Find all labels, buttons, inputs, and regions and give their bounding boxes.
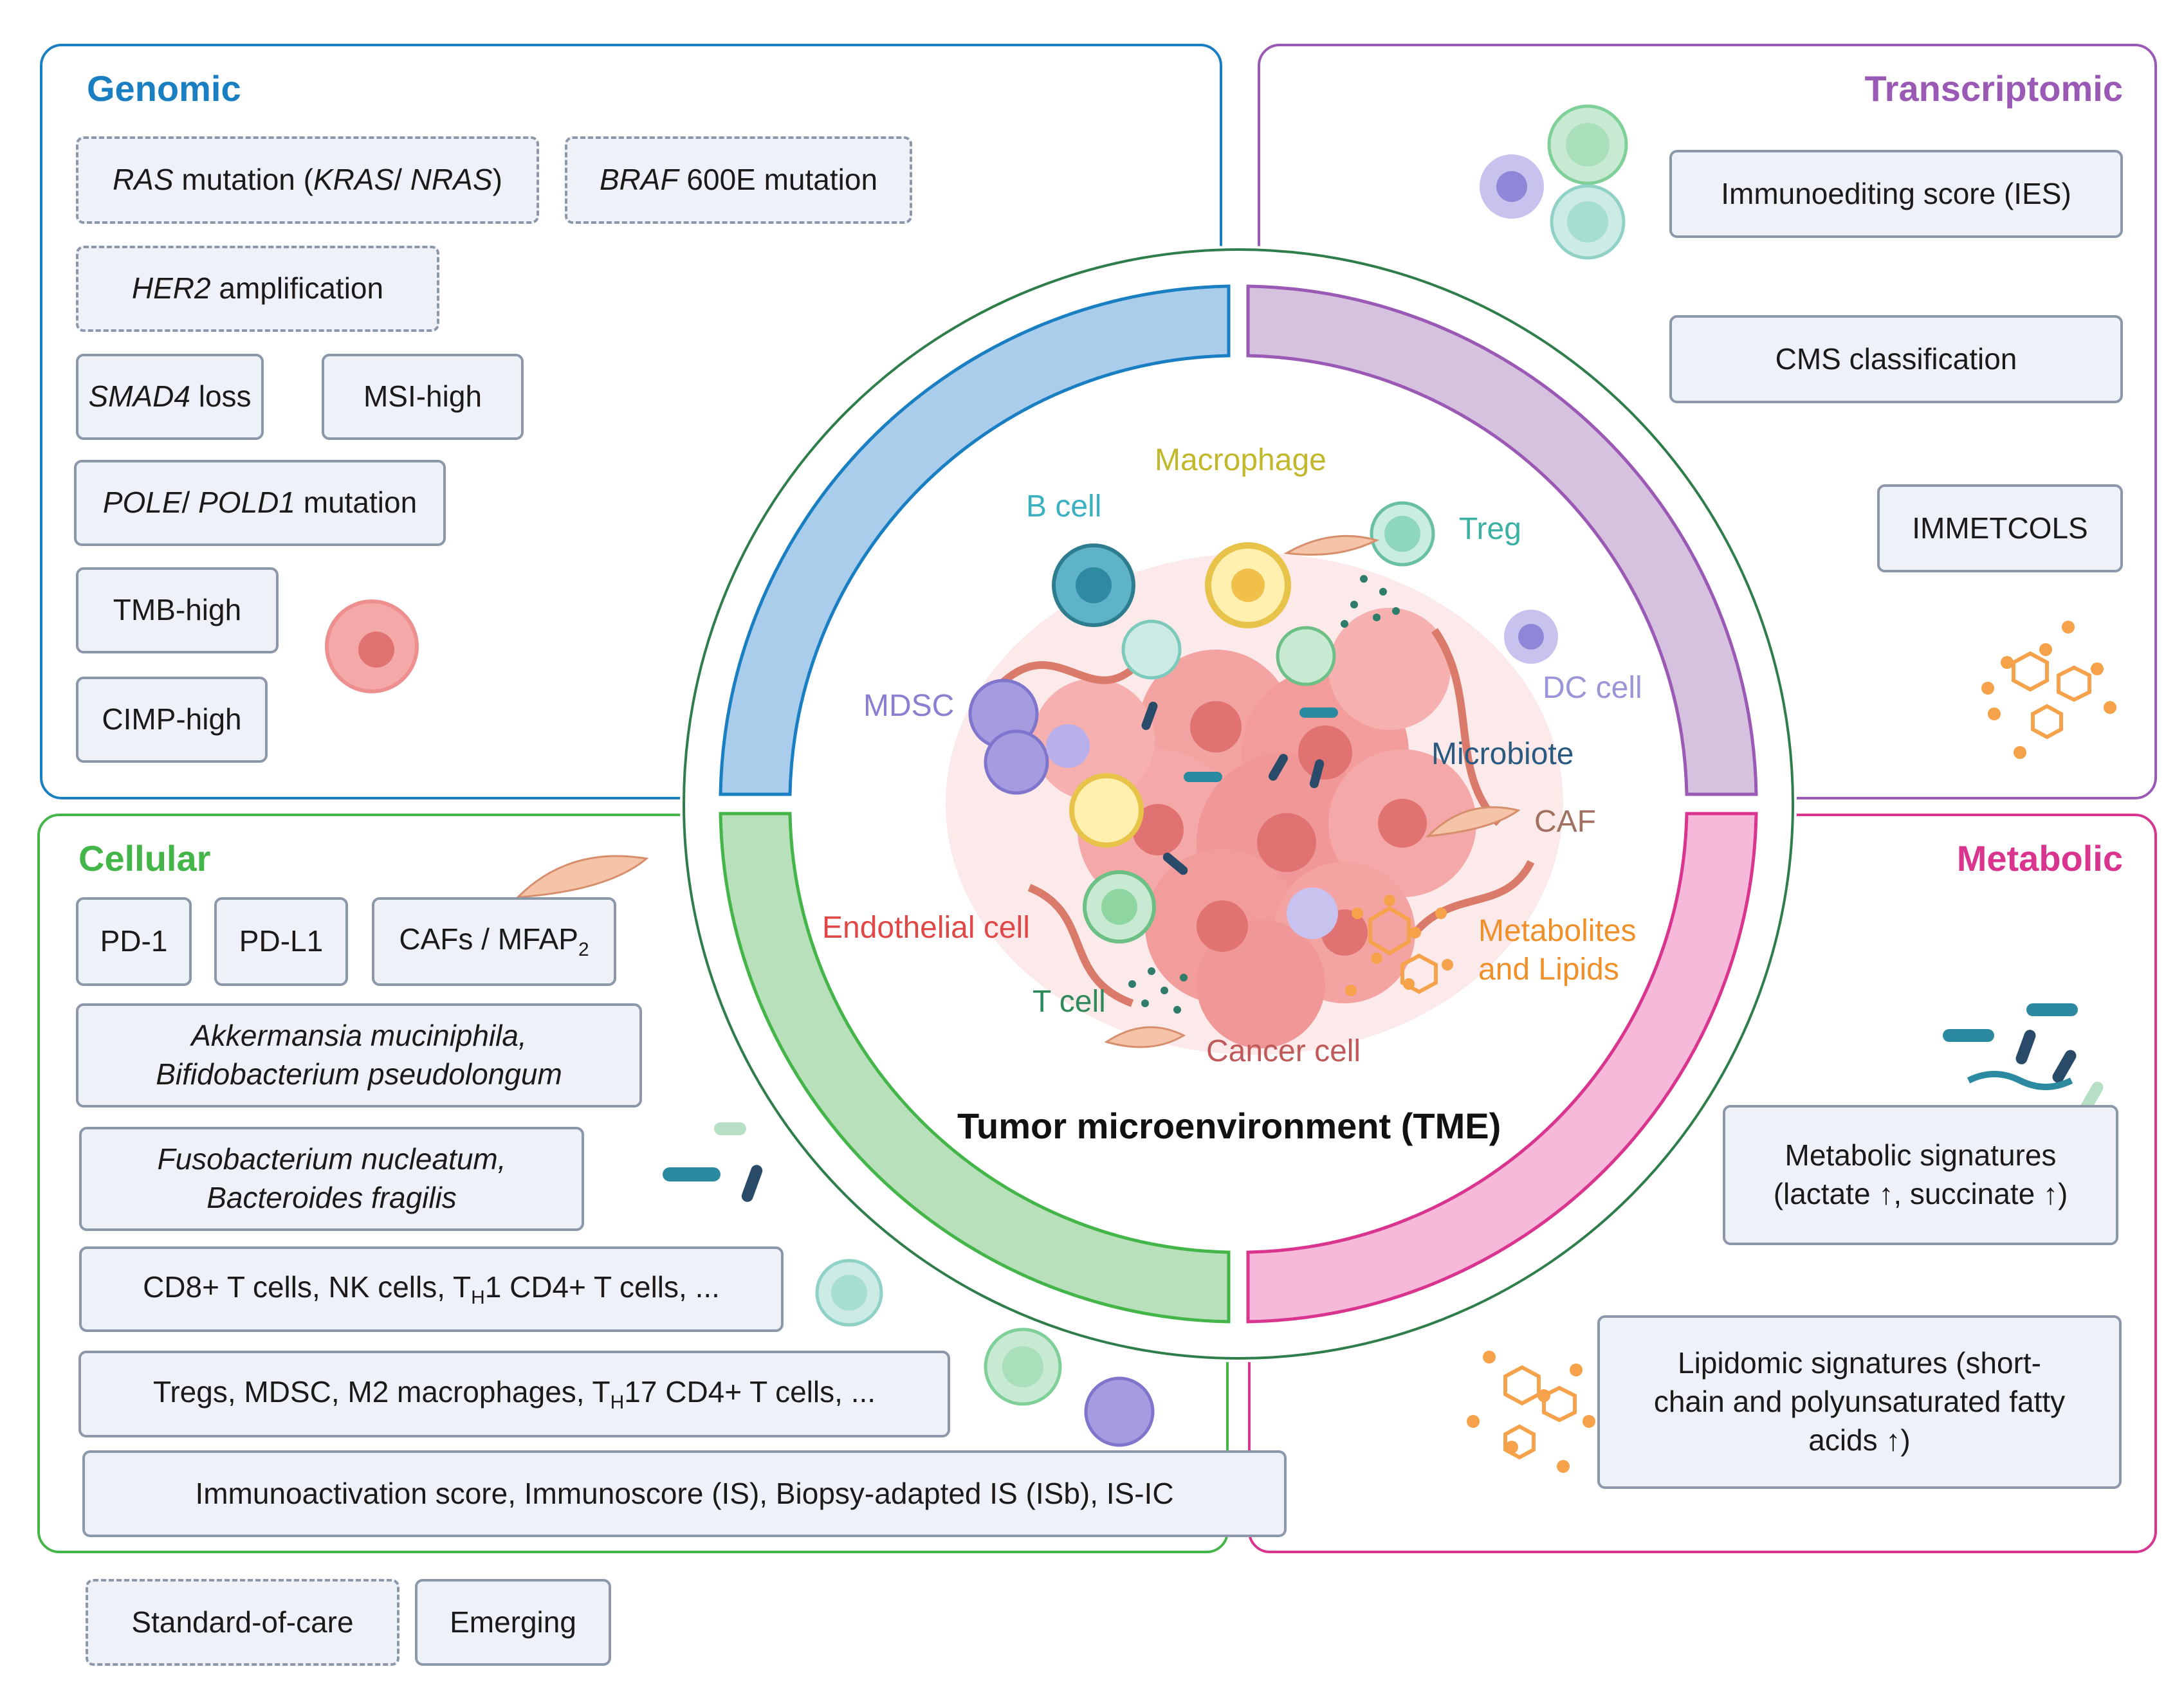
fusobacterium-box: Fusobacterium nucleatum,Bacteroides frag… — [79, 1127, 584, 1231]
legend-standard-of-care: Standard-of-care — [86, 1579, 399, 1666]
transcriptomic-arc — [1246, 284, 1758, 796]
mdsc-icon-cellular — [1084, 1376, 1155, 1447]
bacteria-icon-cellular — [663, 1167, 720, 1181]
bacteria-icon-2 — [1269, 754, 1288, 781]
metabolites-icon-transcriptomic — [1981, 621, 2116, 759]
treg-label: Treg — [1459, 512, 1521, 546]
caf-icon-3 — [1283, 534, 1380, 556]
outer-ring — [683, 248, 1794, 1360]
bacteria-icon-metabolic-4 — [2052, 1050, 2077, 1083]
cellular-arc — [719, 812, 1231, 1324]
bacteria-icon-4 — [1184, 772, 1222, 782]
msi-high-box: MSI-high — [322, 354, 524, 440]
bacteria-icon-cellular-2 — [741, 1165, 763, 1202]
dc-cell-icon-2 — [1287, 888, 1338, 939]
secreted-factors-icon — [1128, 575, 1400, 1014]
lipidomic-signatures-box: Lipidomic signatures (short-chain and po… — [1597, 1315, 2122, 1489]
pd1-box: PD-1 — [76, 897, 192, 986]
mdsc-label: MDSC — [863, 689, 955, 723]
bacteria-icon-metabolic-3 — [2015, 1030, 2036, 1064]
immunoscore-box: Immunoactivation score, Immunoscore (IS)… — [82, 1450, 1287, 1537]
metabolic-arc — [1246, 812, 1758, 1324]
bacteria-icon-metabolic — [1943, 1029, 1994, 1042]
pdl1-box: PD-L1 — [214, 897, 348, 986]
caf-icon — [1425, 806, 1521, 837]
treg-nucleus — [1384, 516, 1420, 552]
cd8-tcells-box: CD8+ T cells, NK cells, TH1 CD4+ T cells… — [79, 1246, 784, 1332]
bacteria-icon-metabolic-5 — [1967, 1071, 2073, 1090]
akkermansia-box: Akkermansia muciniphila,Bifidobacterium … — [76, 1003, 642, 1108]
bacteria-icon-metabolic-2 — [2026, 1003, 2078, 1016]
t-cell-icon-green-nucleus — [1566, 123, 1610, 167]
metabolic-title: Metabolic — [1956, 838, 2123, 879]
bacteria-icon — [1141, 701, 1158, 731]
bacteria-icon-3 — [1309, 759, 1325, 789]
t-cell-icon-b — [1276, 626, 1336, 686]
tmb-high-box: TMB-high — [76, 567, 279, 653]
legend-emerging: Emerging — [415, 1579, 611, 1666]
bacteria-icon-cellular-3 — [714, 1122, 746, 1135]
mdsc-icon-3 — [1046, 724, 1090, 768]
bacteria-icon-5 — [1299, 707, 1338, 718]
braf-mutation-box: BRAF 600E mutation — [565, 136, 912, 224]
cancer-cell-nucleus — [358, 632, 394, 668]
tregs-mdsc-box: Tregs, MDSC, M2 macrophages, TH17 CD4+ T… — [78, 1351, 950, 1437]
dendritic-cell-nucleus — [1496, 171, 1527, 202]
caf-label: CAF — [1534, 805, 1596, 839]
cimp-high-box: CIMP-high — [76, 677, 268, 763]
bacteria-icon-6 — [1162, 852, 1188, 875]
ras-mutation-box: RAS mutation (KRAS/ NRAS) — [76, 136, 539, 224]
her2-amplification-box: HER2 amplification — [76, 246, 439, 332]
metabolites-label-1: Metabolites — [1478, 914, 1637, 948]
macrophage-nucleus — [1231, 569, 1265, 602]
mdsc-icon-2 — [984, 729, 1049, 795]
cms-classification-box: CMS classification — [1669, 315, 2123, 403]
tme-title: Tumor microenvironment (TME) — [957, 1106, 1501, 1146]
t-cell-icon-cellular-nucleus — [831, 1275, 867, 1311]
genomic-title: Genomic — [87, 68, 241, 109]
t-cell-label: T cell — [1032, 985, 1106, 1019]
b-cell-label: B cell — [1026, 489, 1102, 524]
lipid-icon-transcriptomic — [2012, 651, 2091, 740]
smad4-loss-box: SMAD4 loss — [76, 354, 264, 440]
transcriptomic-title: Transcriptomic — [1864, 68, 2123, 109]
macrophage-icon-2 — [1069, 773, 1144, 848]
cellular-title: Cellular — [78, 838, 211, 879]
caf-icon-2 — [1104, 1026, 1186, 1048]
endothelial-cell-label: Endothelial cell — [822, 911, 1030, 945]
metabolites-icon — [1345, 895, 1453, 996]
metabolites-label-2: and Lipids — [1478, 953, 1619, 987]
t-cell-icon-teal-nucleus — [1567, 201, 1608, 242]
genomic-arc — [719, 284, 1231, 796]
t-cell-icon-a — [1121, 619, 1182, 680]
immetcols-box: IMMETCOLS — [1877, 484, 2123, 572]
cancer-cell-label: Cancer cell — [1206, 1034, 1361, 1068]
lipid-structure-icon — [1368, 906, 1438, 994]
t-cell-nucleus — [1101, 889, 1137, 925]
dc-cell-label: DC cell — [1543, 671, 1642, 705]
microbiote-label: Microbiote — [1431, 737, 1574, 771]
cafs-mfap2-box: CAFs / MFAP2 — [372, 897, 616, 986]
fibroblast-icon — [515, 855, 649, 898]
t-cell-icon-cellular-2-nucleus — [1002, 1346, 1043, 1387]
metabolic-signatures-box: Metabolic signatures(lactate ↑, succinat… — [1723, 1105, 2118, 1245]
b-cell-nucleus — [1076, 567, 1112, 603]
lipid-icon-metabolic — [1503, 1365, 1577, 1460]
tumor-cluster — [946, 553, 1563, 1055]
macrophage-label: Macrophage — [1155, 443, 1326, 477]
pole-mutation-box: POLE/ POLD1 mutation — [74, 460, 446, 546]
dc-cell-nucleus — [1518, 624, 1544, 650]
immunoediting-score-box: Immunoediting score (IES) — [1669, 150, 2123, 238]
